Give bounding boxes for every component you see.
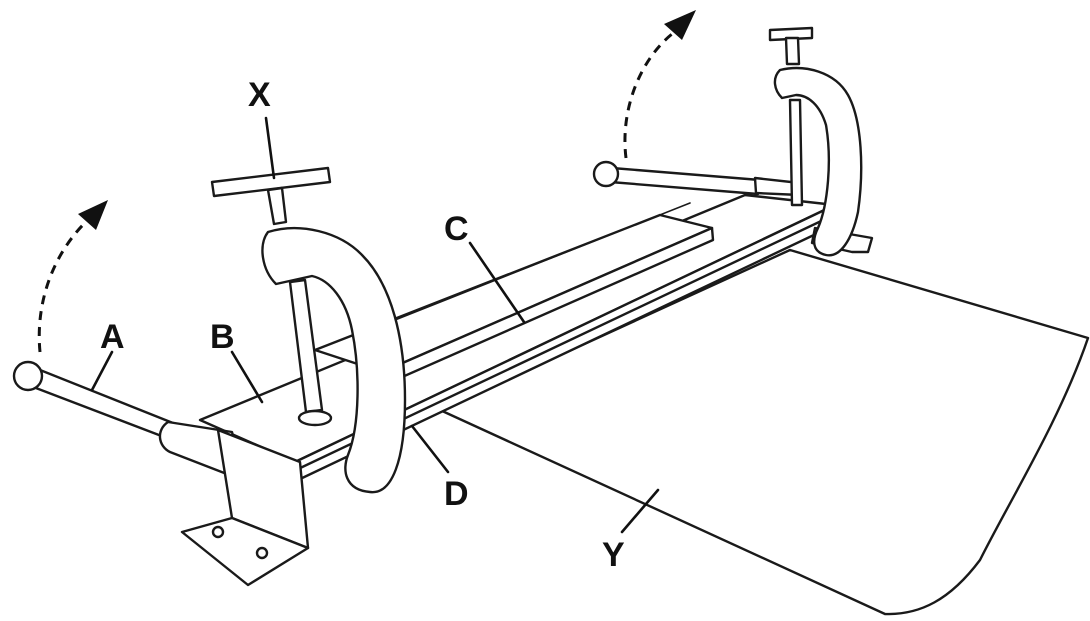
label-y: Y (602, 536, 625, 574)
leader-c (468, 241, 526, 324)
leader-y (620, 488, 660, 534)
label-b: B (210, 318, 235, 356)
left-motion-path (37, 216, 92, 353)
right-clamp-t-handle (768, 26, 814, 42)
left-clamp-screw-top (266, 186, 288, 226)
right-clamp-frame (773, 66, 863, 257)
sheet-y (438, 248, 1090, 616)
label-c: C (444, 210, 469, 248)
right-motion-path (623, 32, 673, 159)
right-lever-knob (592, 160, 620, 188)
label-x: X (248, 76, 271, 114)
left-clamp-pad (297, 409, 333, 427)
leader-x (264, 116, 276, 180)
bar-c-line (394, 202, 691, 321)
left-motion-arrowhead (78, 200, 108, 230)
leader-a (90, 350, 114, 392)
left-clamp-frame (261, 226, 407, 494)
right-lever-rod (608, 166, 762, 196)
left-clamp-t-handle (210, 166, 332, 198)
label-d: D (444, 475, 469, 513)
lever-a-knob (12, 360, 44, 392)
bracket-hole-1 (211, 525, 225, 539)
right-clamp-spindle (788, 98, 804, 207)
left-clamp-spindle (288, 278, 324, 414)
right-motion-arrowhead (664, 10, 696, 40)
right-clamp-screw-top (784, 36, 801, 66)
bracket-hole-2 (255, 546, 269, 560)
lever-a-rod (26, 366, 180, 442)
leader-b (230, 350, 264, 404)
label-a: A (100, 318, 125, 356)
leader-d (410, 424, 450, 474)
